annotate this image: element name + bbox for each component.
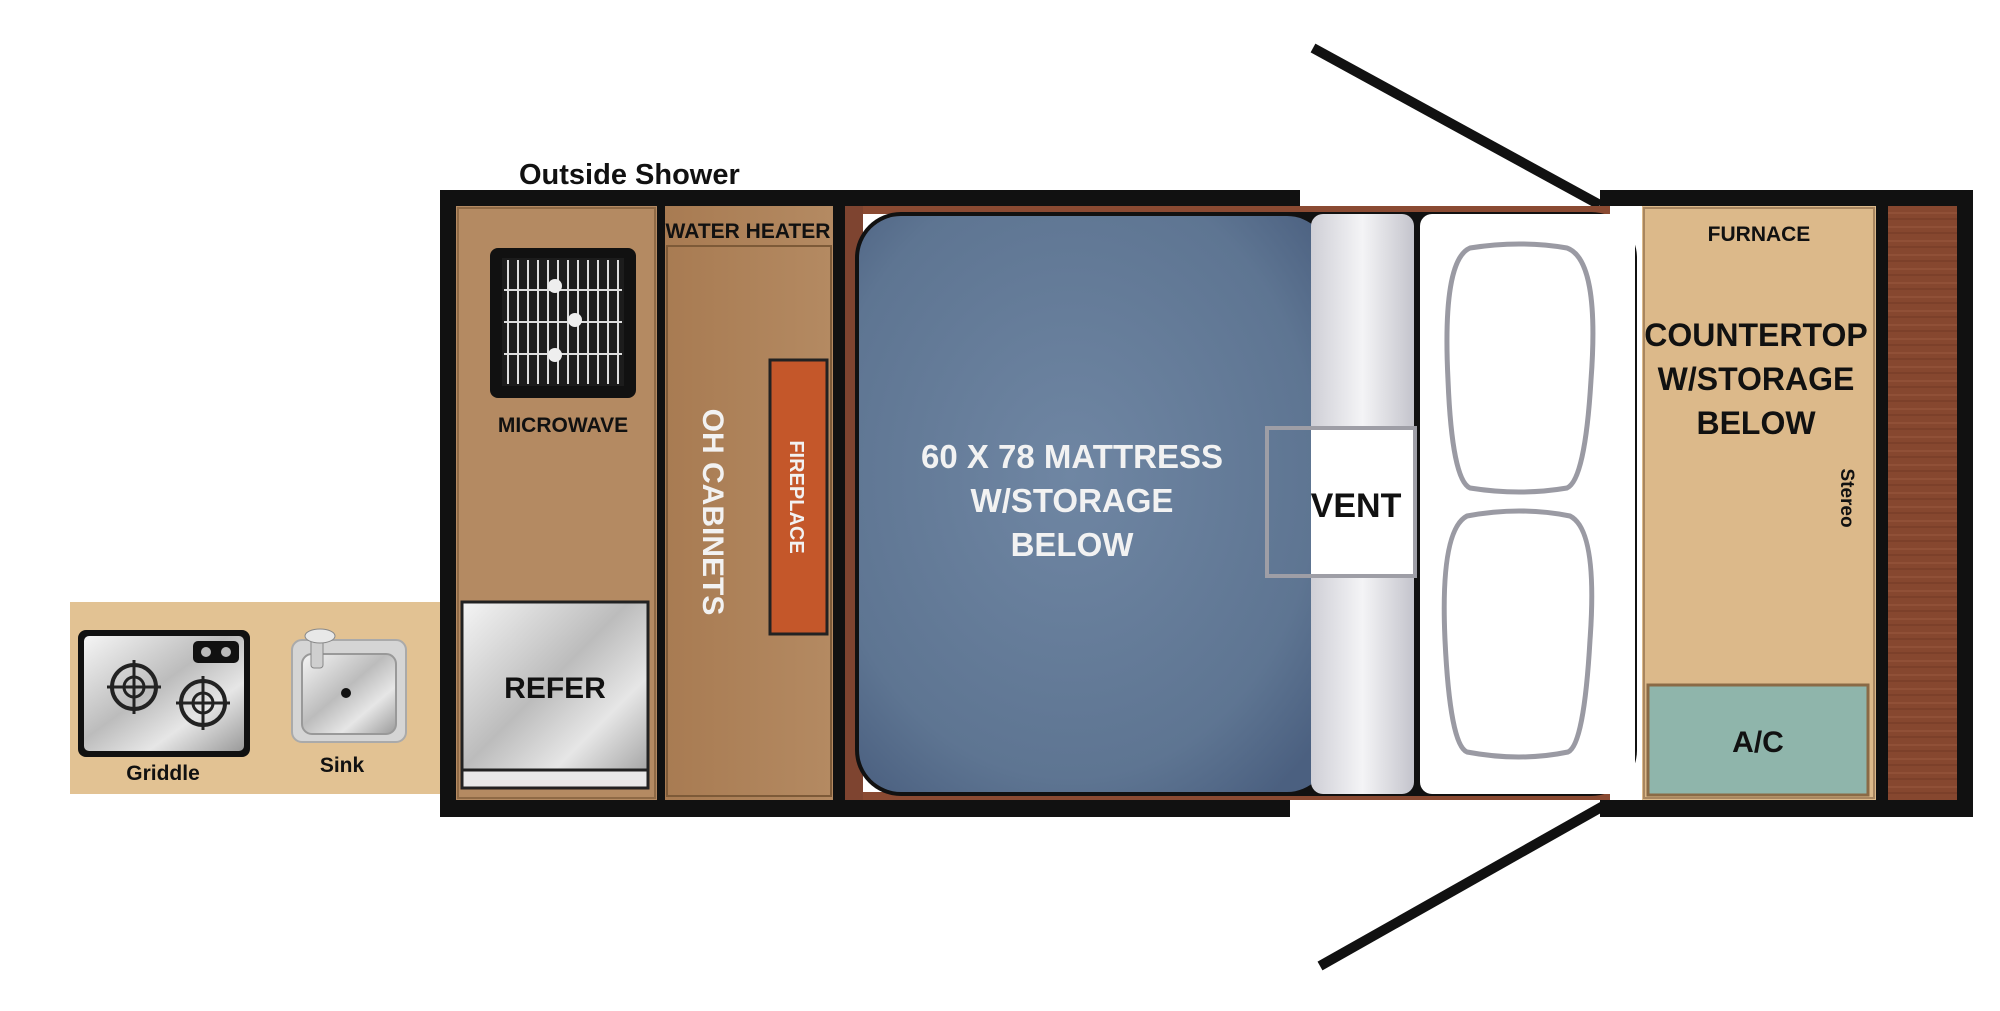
wall-left (440, 190, 456, 817)
mattress-label-line3: BELOW (1011, 526, 1135, 563)
outside-shower-label: Outside Shower (519, 159, 740, 191)
vent (1265, 426, 1417, 578)
wall-right (1957, 190, 1973, 817)
stereo-label: Stereo (1836, 468, 1857, 527)
mattress (859, 216, 1329, 792)
refer-label: REFER (504, 672, 606, 705)
fireplace-label: FIREPLACE (785, 440, 807, 553)
griddle-label: Griddle (126, 762, 200, 785)
wall-top-left (440, 190, 1300, 206)
ac-label: A/C (1732, 726, 1784, 759)
divider-1 (657, 206, 665, 800)
pillow-top (1444, 241, 1596, 495)
oh-cabinets-label: OH CABINETS (696, 409, 729, 616)
pillow-bottom (1441, 508, 1595, 760)
countertop-label-line1: COUNTERTOP (1644, 317, 1867, 353)
oh-cabinet-border (666, 245, 832, 797)
refrigerator-base (460, 768, 650, 790)
mattress-label-line1: 60 X 78 MATTRESS (921, 438, 1223, 475)
ac-unit (1646, 683, 1870, 797)
divider-2 (833, 206, 845, 800)
tent-flap-top (1310, 43, 1603, 210)
tent-flap-bottom (1317, 800, 1608, 971)
furnace-label: FURNACE (1708, 223, 1811, 246)
mattress-label-line2: W/STORAGE (971, 482, 1174, 519)
sink-label: Sink (320, 754, 365, 777)
countertop-label-line2: W/STORAGE (1658, 361, 1855, 397)
wall-bottom-right (1600, 800, 1970, 817)
wall-top-right (1600, 190, 1970, 206)
water-heater-label: WATER HEATER (666, 220, 831, 243)
vent-label: VENT (1311, 487, 1402, 525)
microwave-label: MICROWAVE (498, 414, 628, 437)
countertop-border (1643, 207, 1875, 799)
wall-bottom-left (440, 800, 1290, 817)
griddle (78, 630, 250, 757)
countertop-label-line3: BELOW (1696, 405, 1816, 441)
sink (291, 628, 407, 743)
divider-3 (1876, 206, 1888, 800)
kitchen-cabinet-border (457, 207, 656, 799)
fireplace (768, 358, 829, 636)
wood-floor-right (1888, 206, 1957, 800)
microwave-grate (502, 258, 624, 386)
vent-inner (1311, 430, 1413, 574)
wood-floor-top (850, 206, 1610, 214)
